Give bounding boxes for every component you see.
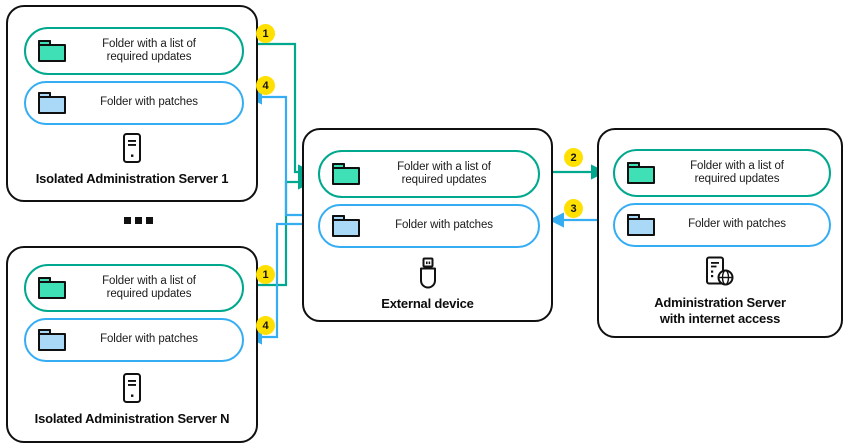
step-badge-4-top[interactable]: 4: [256, 76, 275, 95]
folder-patches-pill-external[interactable]: Folder with patches: [318, 204, 540, 248]
usb-flash-drive-icon: [419, 257, 436, 289]
folder-updates-label: Folder with a list of required updates: [102, 37, 196, 64]
server-globe-icon: [706, 256, 734, 286]
node-external-device[interactable]: Folder with a list of required updates F…: [302, 128, 553, 322]
caption-isolated-server-1: Isolated Administration Server 1: [35, 171, 229, 186]
folder-green-icon: [38, 277, 66, 299]
caption-external-device: External device: [381, 296, 474, 311]
folder-blue-icon: [38, 92, 66, 114]
ellipsis-more-servers: [124, 217, 153, 224]
folder-blue-icon: [627, 214, 655, 236]
server-tower-icon: [123, 133, 141, 163]
server-tower-icon-wrap-n: [8, 372, 256, 404]
node-admin-server-internet[interactable]: Folder with a list of required updates F…: [597, 128, 843, 338]
folder-updates-label: Folder with a list of required updates: [690, 159, 784, 186]
folder-patches-pill-admin[interactable]: Folder with patches: [613, 203, 831, 247]
folder-updates-label: Folder with a list of required updates: [102, 274, 196, 301]
folder-blue-icon: [332, 215, 360, 237]
node-isolated-server-n[interactable]: Folder with a list of required updates F…: [6, 246, 258, 443]
usb-icon-wrap: [304, 257, 551, 290]
folder-updates-label: Folder with a list of required updates: [397, 160, 491, 187]
folder-patches-label: Folder with patches: [100, 333, 198, 346]
folder-updates-pill-isolated-n[interactable]: Folder with a list of required updates: [24, 264, 244, 312]
folder-updates-pill-isolated-1[interactable]: Folder with a list of required updates: [24, 27, 244, 75]
step-badge-2[interactable]: 2: [564, 148, 583, 167]
step-badge-3[interactable]: 3: [564, 199, 583, 218]
folder-green-icon: [38, 40, 66, 62]
folder-blue-icon: [38, 329, 66, 351]
node-isolated-server-1[interactable]: Folder with a list of required updates F…: [6, 5, 258, 202]
step-badge-4-bottom[interactable]: 4: [256, 316, 275, 335]
folder-patches-pill-isolated-1[interactable]: Folder with patches: [24, 81, 244, 125]
folder-patches-label: Folder with patches: [688, 218, 786, 231]
folder-patches-label: Folder with patches: [100, 96, 198, 109]
folder-patches-label: Folder with patches: [395, 219, 493, 232]
folder-patches-pill-isolated-n[interactable]: Folder with patches: [24, 318, 244, 362]
caption-isolated-server-n: Isolated Administration Server N: [34, 411, 230, 426]
server-globe-icon-wrap: [599, 256, 841, 288]
server-tower-icon: [123, 373, 141, 403]
folder-updates-pill-admin[interactable]: Folder with a list of required updates: [613, 149, 831, 197]
folder-green-icon: [627, 162, 655, 184]
folder-green-icon: [332, 163, 360, 185]
server-tower-icon-wrap-1: [8, 132, 256, 164]
folder-updates-pill-external[interactable]: Folder with a list of required updates: [318, 150, 540, 198]
step-badge-1-bottom[interactable]: 1: [256, 265, 275, 284]
step-badge-1-top[interactable]: 1: [256, 24, 275, 43]
caption-admin-server: Administration Server with internet acce…: [654, 295, 786, 326]
